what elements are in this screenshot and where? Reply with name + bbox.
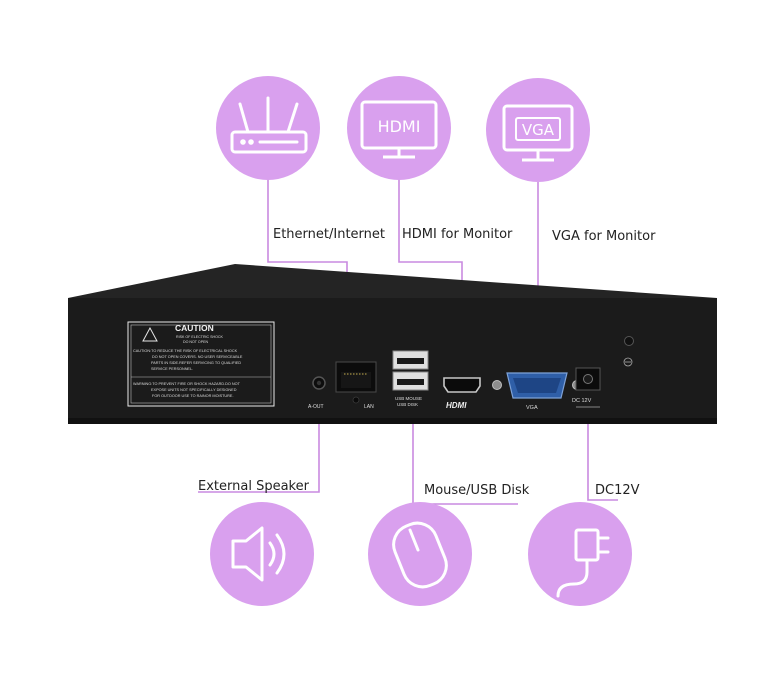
ground-screw (624, 336, 634, 346)
audio-out-port: A-OUT (308, 376, 326, 410)
dc-port: DC 12V (572, 367, 601, 408)
caution-subtitle-1: RISK OF ELECTRIC SHOCK (176, 335, 224, 339)
caution-label-border (127, 321, 275, 407)
hdmi-monitor-icon (360, 100, 438, 159)
vga-port-label: VGA (526, 405, 538, 411)
power-callout: DC12V (595, 483, 640, 498)
caution-line: CAUTION:TO REDUCE THE RISK OF ELECTRICAL… (133, 349, 238, 353)
warning-line: FOR OUTDOOR USE TO RAINOR MOISTURE. (152, 394, 234, 398)
vga-screw-left (492, 380, 502, 390)
shock-warning-icon (142, 326, 158, 342)
device-bottom-edge (68, 418, 717, 424)
nvr-device: CAUTION RISK OF ELECTRIC SHOCK DO NOT OP… (68, 264, 717, 424)
audio-jack-center (316, 380, 322, 386)
lan-label: LAN (364, 404, 374, 410)
lan-port: LAN (335, 361, 377, 410)
power-adapter-icon (556, 528, 610, 598)
vga-callout: VGA for Monitor (552, 229, 656, 244)
caution-line: DO NOT OPEN COVERS. NO USER SERVICEABLE (152, 355, 243, 359)
usb-disk-label: USB DISK (397, 402, 418, 407)
caution-line: PARTS IN SIDE.REFER SERVICING TO QUALIFI… (151, 361, 241, 365)
vga-monitor-icon (502, 104, 574, 162)
ground-icon (623, 357, 633, 367)
power-circle (528, 502, 632, 606)
hdmi-logo-label: HDMI (446, 401, 467, 410)
router-circle (216, 76, 320, 180)
mouse-circle (368, 502, 472, 606)
mouse-icon (392, 521, 448, 589)
vga-monitor-circle-bg (486, 78, 590, 182)
usb-callout: Mouse/USB Disk (424, 483, 530, 498)
caution-subtitle-2: DO NOT OPEN (183, 340, 208, 344)
aout-label: A-OUT (308, 404, 324, 410)
vga-monitor-circle: VGA (486, 78, 590, 182)
vga-socket-inner (513, 378, 561, 393)
lan-socket-inner (341, 372, 371, 388)
ground-terminal (623, 336, 634, 367)
usb-port-upper-tongue (397, 358, 424, 364)
device-lid (68, 264, 717, 298)
caution-line: SERVICE PERSONNEL. (151, 367, 193, 371)
caution-label-box (130, 324, 272, 404)
speaker-icon (231, 526, 286, 582)
warning-line: EXPOSE UNITS NOT SPECIFICALLY DESIGNED (151, 388, 237, 392)
power-circle-bg (528, 502, 632, 606)
vga-port: VGA (492, 372, 582, 411)
usb-mouse-label: USB MOUSE (395, 396, 422, 401)
hdmi-monitor-circle: HDMI (347, 76, 451, 180)
hdmi-callout: HDMI for Monitor (402, 227, 513, 242)
ethernet-callout: Ethernet/Internet (273, 227, 385, 242)
caution-label: CAUTION RISK OF ELECTRIC SHOCK DO NOT OP… (127, 321, 275, 407)
usb-port-lower-tongue (397, 379, 424, 385)
speaker-circle (210, 502, 314, 606)
hdmi-icon-text: HDMI (378, 117, 421, 136)
dc-socket-hole (583, 374, 593, 384)
hdmi-port: HDMI (443, 377, 481, 410)
speaker-callout: External Speaker (198, 479, 309, 494)
warning-line: WARNING:TO PREVENT FIRE OR SHOCK HAZARD.… (133, 382, 241, 386)
caution-title: CAUTION (175, 323, 214, 333)
vga-icon-text: VGA (522, 121, 555, 139)
hdmi-socket (443, 377, 481, 393)
mouse-circle-bg (368, 502, 472, 606)
router-icon (230, 96, 308, 154)
usb-ports: USB MOUSE USB DISK (392, 350, 429, 407)
dc-port-label: DC 12V (572, 398, 592, 404)
screw-hole (352, 396, 360, 404)
